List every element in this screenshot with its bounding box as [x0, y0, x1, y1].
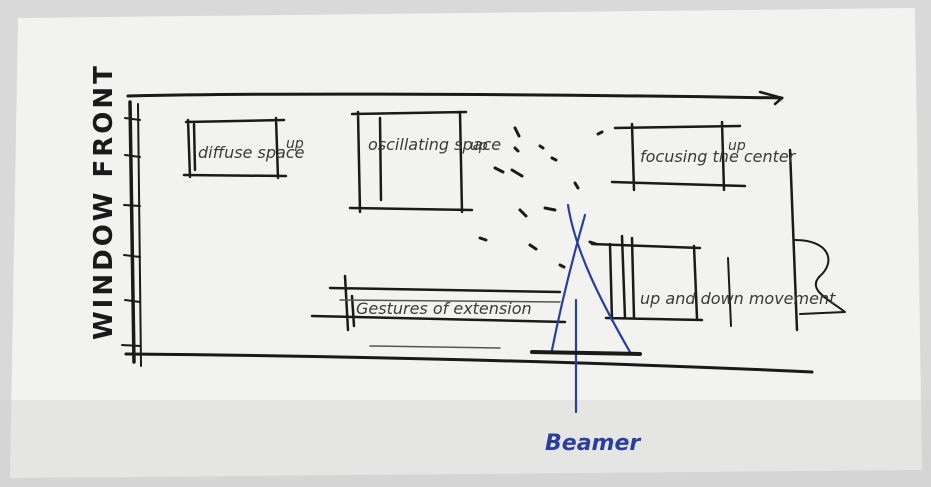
paper-shadow	[0, 400, 931, 487]
oscillating-space-note: up	[470, 138, 488, 154]
focusing-center-note: up	[728, 138, 746, 154]
up-down-label: up and down movement	[640, 289, 836, 308]
window-front-label: WINDOW FRONT	[89, 63, 119, 340]
beamer-label: Beamer	[545, 431, 641, 456]
gestures-label: Gestures of extension	[356, 299, 532, 318]
focusing-center-label: focusing the center	[640, 147, 797, 166]
diffuse-space-note: up	[286, 136, 304, 152]
